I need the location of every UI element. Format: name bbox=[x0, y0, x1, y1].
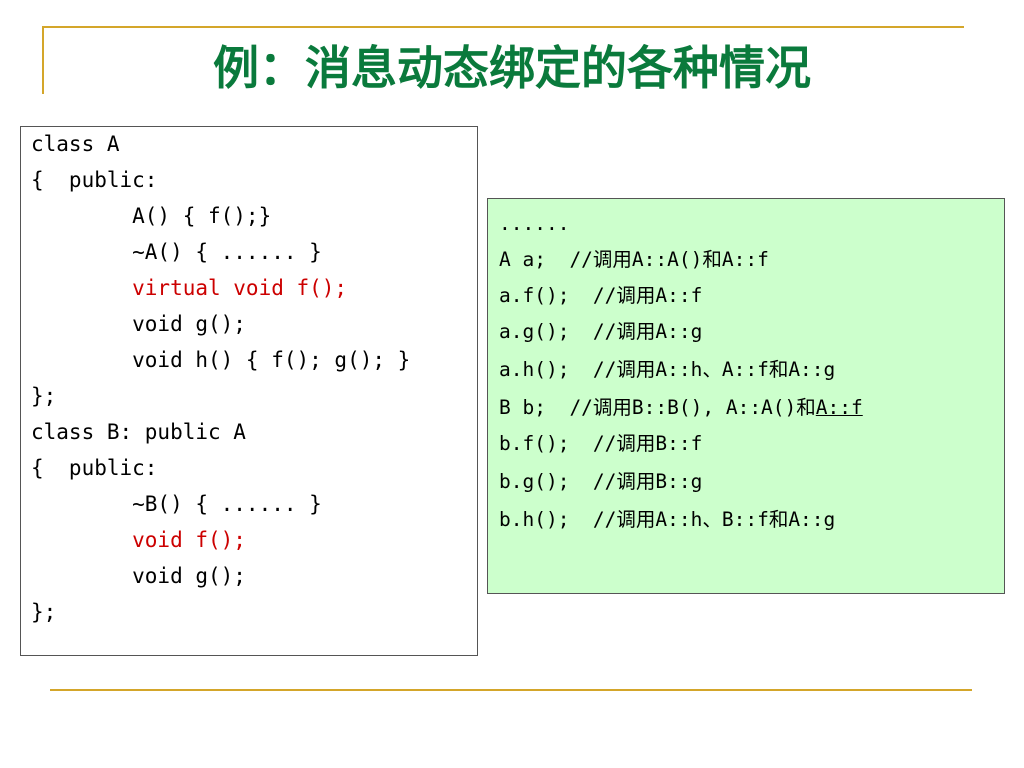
call-line: a.f(); //调用A::f bbox=[499, 284, 703, 307]
code-line: ~B() { ...... } bbox=[31, 492, 322, 516]
call-line: B b; //调用B::B(), A::A()和A::f bbox=[499, 396, 863, 420]
call-line: b.g(); //调用B::g bbox=[499, 470, 703, 493]
call-line-text: B b; //调用B::B(), A::A()和 bbox=[499, 396, 816, 419]
code-line: class A bbox=[31, 132, 120, 156]
code-line: void g(); bbox=[31, 564, 246, 588]
underlined-call: A::f bbox=[815, 396, 863, 419]
code-line: void g(); bbox=[31, 312, 246, 336]
call-line: A a; //调用A::A()和A::f bbox=[499, 248, 769, 271]
code-line: { public: bbox=[31, 168, 158, 192]
decorative-vertical-rule bbox=[42, 26, 44, 94]
call-sequence-code-box: ...... A a; //调用A::A()和A::f a.f(); //调用A… bbox=[487, 198, 1005, 594]
code-line: }; bbox=[31, 600, 57, 624]
code-line-virtual: void f(); bbox=[31, 528, 246, 552]
code-line: A() { f();} bbox=[31, 204, 272, 228]
code-line-virtual: virtual void f(); bbox=[31, 276, 348, 300]
call-line: b.h(); //调用A::h、B::f和A::g bbox=[499, 508, 836, 531]
code-line: }; bbox=[31, 384, 57, 408]
decorative-bottom-rule bbox=[50, 689, 972, 691]
call-line: b.f(); //调用B::f bbox=[499, 432, 703, 455]
class-definition-code-box: class A { public: A() { f();} ~A() { ...… bbox=[20, 126, 478, 656]
slide-title: 例：消息动态绑定的各种情况 bbox=[213, 41, 811, 95]
code-line: ~A() { ...... } bbox=[31, 240, 322, 264]
call-line: a.g(); //调用A::g bbox=[499, 320, 703, 343]
call-line: ...... bbox=[499, 212, 570, 235]
code-line: void h() { f(); g(); } bbox=[31, 348, 411, 372]
call-line: a.h(); //调用A::h、A::f和A::g bbox=[499, 358, 836, 381]
code-line: { public: bbox=[31, 456, 158, 480]
code-line: class B: public A bbox=[31, 420, 246, 444]
decorative-top-rule bbox=[42, 26, 964, 28]
